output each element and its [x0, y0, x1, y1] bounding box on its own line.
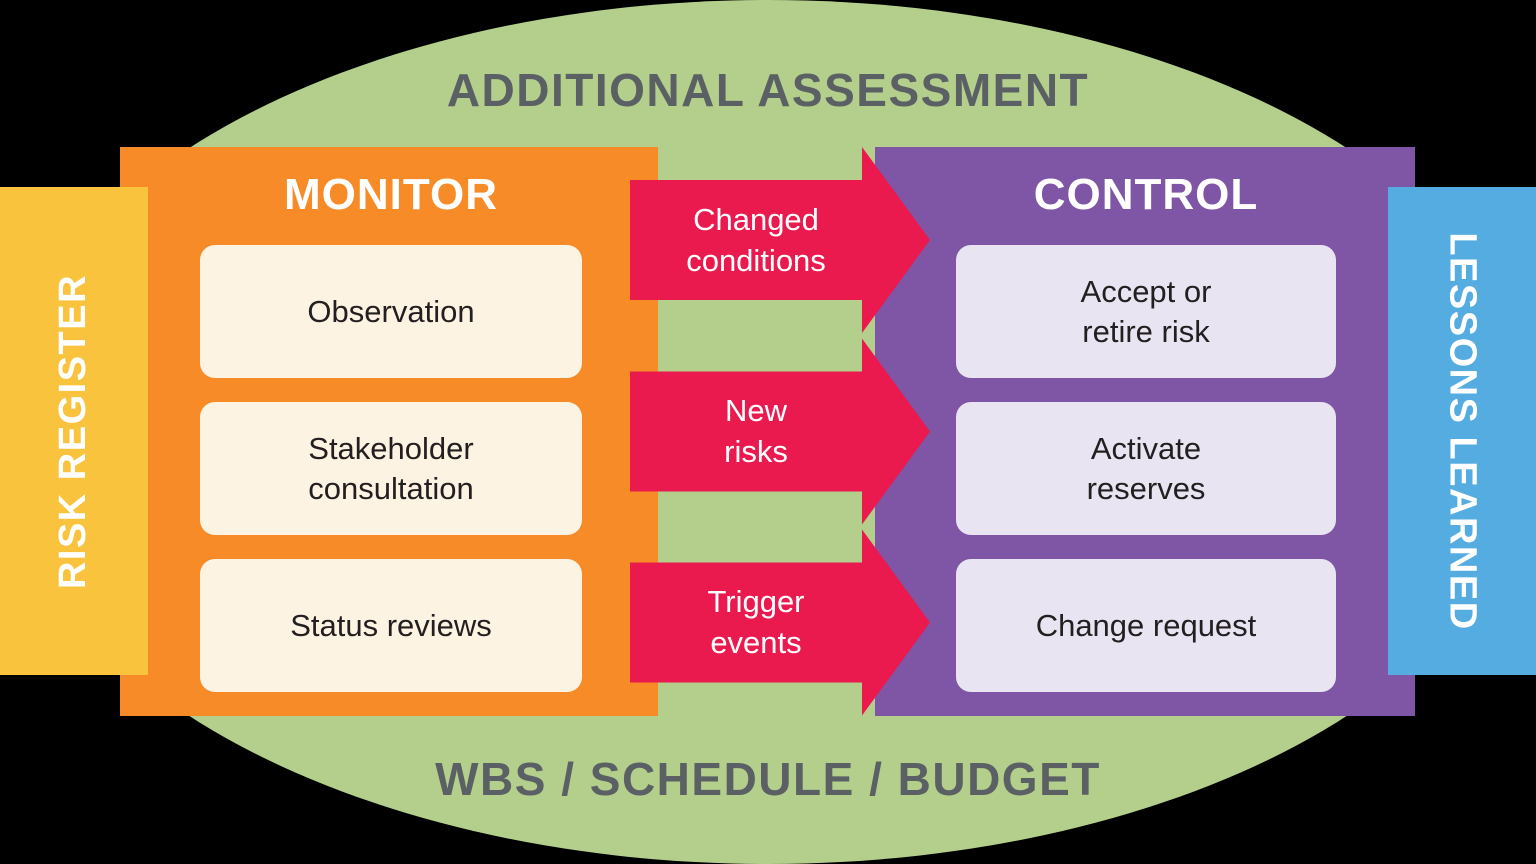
lessons-learned-bar: LESSONS LEARNED	[1388, 187, 1536, 675]
bottom-banner-label: WBS / SCHEDULE / BUDGET	[435, 753, 1101, 805]
arrow-label-new-risks: New risks	[724, 393, 788, 469]
arrow-new-risks	[630, 338, 930, 525]
arrow-label-changed-conditions: Changed conditions	[686, 202, 826, 278]
top-banner-label: ADDITIONAL ASSESSMENT	[446, 64, 1090, 116]
arrow-trigger-events	[630, 529, 930, 716]
risk-register-bar: RISK REGISTER	[0, 187, 148, 675]
control-item-activate-reserves: Activate reserves	[956, 402, 1336, 535]
monitor-title: MONITOR	[284, 170, 498, 219]
arrow-label-trigger-events: Trigger events	[707, 584, 805, 660]
monitor-item-status-reviews: Status reviews	[200, 559, 582, 692]
monitor-item-stakeholder-consultation: Stakeholder consultation	[200, 402, 582, 535]
arrow-changed-conditions	[630, 147, 930, 333]
control-title: CONTROL	[1033, 170, 1259, 219]
control-item-change-request: Change request	[956, 559, 1336, 692]
monitor-item-observation: Observation	[200, 245, 582, 378]
control-item-accept-or-retire-risk: Accept or retire risk	[956, 245, 1336, 378]
